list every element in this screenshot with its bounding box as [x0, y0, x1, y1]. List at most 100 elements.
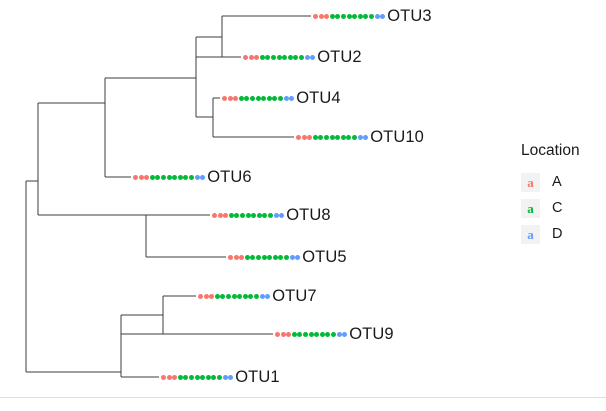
tip-label: OTU5	[302, 248, 347, 266]
tip-OTU1[interactable]: OTU1	[161, 369, 280, 385]
legend-key-swatch: a	[521, 198, 540, 218]
tip-OTU3[interactable]: OTU3	[313, 8, 432, 24]
location-dot-C	[262, 212, 268, 218]
location-dot-C	[346, 13, 352, 19]
location-dot-C	[149, 174, 155, 180]
location-dot-A	[324, 13, 330, 19]
legend-title: Location	[521, 142, 580, 159]
tip-label: OTU1	[235, 368, 280, 386]
location-dot-C	[166, 174, 172, 180]
location-dot-D	[374, 13, 380, 19]
location-dot-A	[172, 374, 178, 380]
location-dot-A	[233, 95, 239, 101]
location-dot-C	[244, 254, 250, 260]
tip-OTU5[interactable]: OTU5	[228, 249, 347, 265]
location-dot-string	[161, 369, 234, 385]
location-dot-C	[188, 174, 194, 180]
tip-OTU10[interactable]: OTU10	[296, 129, 424, 145]
bottom-divider	[0, 397, 606, 398]
location-dot-A	[144, 174, 150, 180]
location-dot-A	[280, 331, 286, 337]
location-dot-C	[335, 134, 341, 140]
location-dot-D	[380, 13, 386, 19]
tip-OTU6[interactable]: OTU6	[133, 169, 252, 185]
location-dot-C	[238, 95, 244, 101]
location-dot-C	[351, 134, 357, 140]
location-dot-C	[237, 293, 243, 299]
location-dot-string	[275, 326, 348, 342]
tip-label: OTU9	[349, 325, 394, 343]
location-dot-C	[239, 212, 245, 218]
location-dot-A	[228, 254, 233, 260]
location-dot-C	[183, 174, 189, 180]
location-dot-A	[222, 95, 227, 101]
location-dot-C	[314, 331, 320, 337]
location-dot-C	[325, 331, 331, 337]
location-dot-D	[336, 331, 342, 337]
location-dot-D	[222, 374, 228, 380]
location-dot-string	[243, 49, 316, 65]
legend-key-swatch: a	[521, 172, 540, 192]
tip-label: OTU7	[272, 287, 317, 305]
tip-OTU9[interactable]: OTU9	[275, 326, 394, 342]
tip-OTU2[interactable]: OTU2	[243, 49, 362, 65]
tip-label: OTU8	[286, 206, 331, 224]
tip-OTU4[interactable]: OTU4	[222, 90, 341, 106]
location-dot-C	[272, 95, 278, 101]
location-dot-string	[133, 169, 206, 185]
location-dot-C	[308, 331, 314, 337]
location-dot-C	[318, 134, 324, 140]
legend-key-swatch: a	[521, 224, 540, 244]
location-dot-C	[194, 374, 200, 380]
location-dot-A	[286, 331, 292, 337]
legend-key-glyph: a	[527, 174, 534, 190]
location-dot-C	[250, 254, 256, 260]
location-dot-D	[200, 174, 206, 180]
location-dot-C	[177, 374, 183, 380]
location-dot-C	[261, 254, 267, 260]
location-dot-C	[259, 54, 265, 60]
location-dot-C	[231, 293, 237, 299]
location-dot-C	[283, 254, 289, 260]
location-dot-D	[295, 254, 301, 260]
location-dot-C	[346, 134, 352, 140]
location-dot-C	[293, 54, 299, 60]
location-dot-C	[352, 13, 358, 19]
location-dot-C	[228, 212, 234, 218]
location-dot-D	[289, 254, 295, 260]
location-dot-C	[297, 331, 303, 337]
location-dot-C	[267, 254, 273, 260]
location-dot-D	[304, 54, 310, 60]
tip-label: OTU2	[317, 48, 362, 66]
location-dot-D	[357, 134, 363, 140]
location-dot-string	[212, 207, 285, 223]
location-dot-C	[330, 331, 336, 337]
location-dot-A	[239, 254, 245, 260]
location-dot-C	[160, 174, 166, 180]
tip-OTU7[interactable]: OTU7	[198, 288, 317, 304]
location-dot-D	[279, 212, 285, 218]
location-dot-C	[249, 95, 255, 101]
location-dot-A	[209, 293, 215, 299]
location-dot-A	[203, 293, 209, 299]
location-dot-A	[138, 174, 144, 180]
location-dot-C	[323, 134, 329, 140]
location-dot-A	[275, 331, 280, 337]
location-dot-A	[227, 95, 233, 101]
location-dot-C	[298, 54, 304, 60]
tip-OTU8[interactable]: OTU8	[212, 207, 331, 223]
location-dot-C	[205, 374, 211, 380]
location-dot-C	[188, 374, 194, 380]
location-dot-C	[251, 212, 257, 218]
location-dot-A	[254, 54, 260, 60]
location-dot-D	[363, 134, 369, 140]
location-dot-C	[291, 331, 297, 337]
legend-label: D	[552, 226, 563, 242]
location-dot-C	[340, 134, 346, 140]
